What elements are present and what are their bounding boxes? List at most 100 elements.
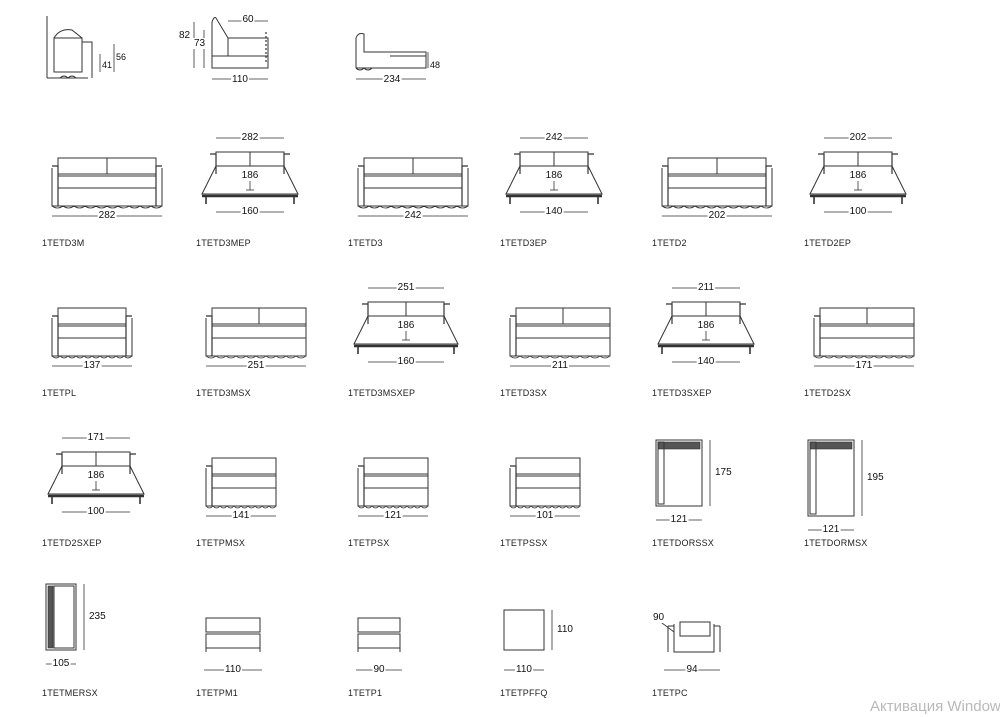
side-profile-drawing [46, 16, 115, 79]
dimension-label: 211 [697, 282, 715, 293]
product-drawing [356, 617, 402, 671]
plan-view-drawing [655, 439, 703, 507]
dim-56: 56 [116, 52, 127, 62]
bed-drawing [809, 151, 907, 204]
plan-view-drawing [807, 439, 855, 517]
dimension-label: 137 [82, 360, 102, 371]
dimension-label: 94 [685, 664, 699, 675]
product-item: 137 1TETPL [42, 270, 192, 410]
product-code: 1TETDORMSX [804, 538, 868, 548]
product-drawing [204, 617, 262, 671]
product-code: 1TETD2SX [804, 388, 852, 398]
product-code: 1TETP1 [348, 688, 383, 698]
product-drawing [509, 307, 611, 367]
bed-side-profile-view: 82 73 60 110 [178, 8, 328, 148]
sofa-front-drawing [357, 457, 429, 509]
dimension-label: 160 [240, 206, 260, 217]
product-drawing [357, 157, 469, 217]
bed-drawing [47, 451, 145, 504]
dimension-label: 90 [652, 612, 666, 623]
product-item: 242 186 140 1TETD3EP [500, 120, 650, 260]
bed-open-profile-view: 234 48 [350, 8, 500, 148]
product-code: 1TETD3EP [500, 238, 548, 248]
product-drawing [205, 457, 277, 517]
dimension-label: 100 [86, 506, 106, 517]
dimension-label: 202 [707, 210, 727, 221]
product-drawing [657, 619, 721, 671]
bed-drawing [505, 151, 603, 204]
pouf-drawing [503, 609, 545, 651]
dim-73: 73 [193, 38, 207, 49]
dimension-label: 282 [97, 210, 117, 221]
product-drawing [813, 307, 915, 367]
bed-open-profile-drawing [355, 33, 429, 80]
dimension-label: 211 [551, 360, 569, 371]
corner-seat-drawing [667, 621, 721, 653]
product-drawing [353, 287, 459, 363]
dimension-label: 140 [544, 206, 564, 217]
dimension-label: 251 [396, 282, 416, 293]
product-code: 1TETPFFQ [500, 688, 548, 698]
product-code: 1TETD3MEP [196, 238, 251, 248]
product-drawing [205, 307, 307, 367]
sofa-front-drawing [205, 457, 277, 509]
product-code: 1TETMERSX [42, 688, 98, 698]
product-drawing [809, 137, 907, 213]
dimension-label: 186 [86, 470, 106, 481]
product-code: 1TETD2 [652, 238, 687, 248]
product-code: 1TETPM1 [196, 688, 238, 698]
dim-82: 82 [178, 30, 192, 41]
bed-drawing [657, 301, 755, 354]
dim-110: 110 [231, 74, 249, 85]
dimension-label: 110 [556, 624, 574, 635]
dimension-label: 121 [669, 514, 689, 525]
product-drawing [505, 137, 603, 213]
product-drawing [51, 307, 133, 367]
dim-60: 60 [241, 14, 255, 25]
product-drawing [51, 157, 163, 217]
side-profile-view: 41 56 [40, 8, 190, 148]
sofa-front-drawing [357, 157, 469, 209]
product-item: 90 1TETP1 [348, 570, 498, 710]
product-code: 1TETD3M [42, 238, 85, 248]
product-drawing [503, 609, 553, 671]
product-item: 195 121 1TETDORMSX [804, 420, 954, 560]
product-code: 1TETPL [42, 388, 77, 398]
product-item: 282 1TETD3M [42, 120, 192, 260]
product-drawing [807, 439, 863, 531]
product-item: 202 1TETD2 [652, 120, 802, 260]
dimension-label: 242 [544, 132, 564, 143]
dimension-label: 90 [372, 664, 386, 675]
dimension-label: 186 [544, 170, 564, 181]
product-drawing [657, 287, 755, 363]
product-code: 1TETPSSX [500, 538, 548, 548]
dimension-label: 202 [848, 132, 868, 143]
dimension-label: 186 [240, 170, 260, 181]
dimension-label: 171 [86, 432, 106, 443]
dimension-label: 160 [396, 356, 416, 367]
product-code: 1TETD3MSXEP [348, 388, 416, 398]
seat-drawing [357, 617, 401, 652]
dimension-label: 195 [866, 472, 885, 483]
bed-drawing [353, 301, 459, 354]
dimension-label: 121 [821, 524, 841, 535]
product-code: 1TETPMSX [196, 538, 246, 548]
product-drawing [509, 457, 581, 517]
dimension-label: 251 [246, 360, 266, 371]
dimension-label: 140 [696, 356, 716, 367]
dimension-label: 100 [848, 206, 868, 217]
